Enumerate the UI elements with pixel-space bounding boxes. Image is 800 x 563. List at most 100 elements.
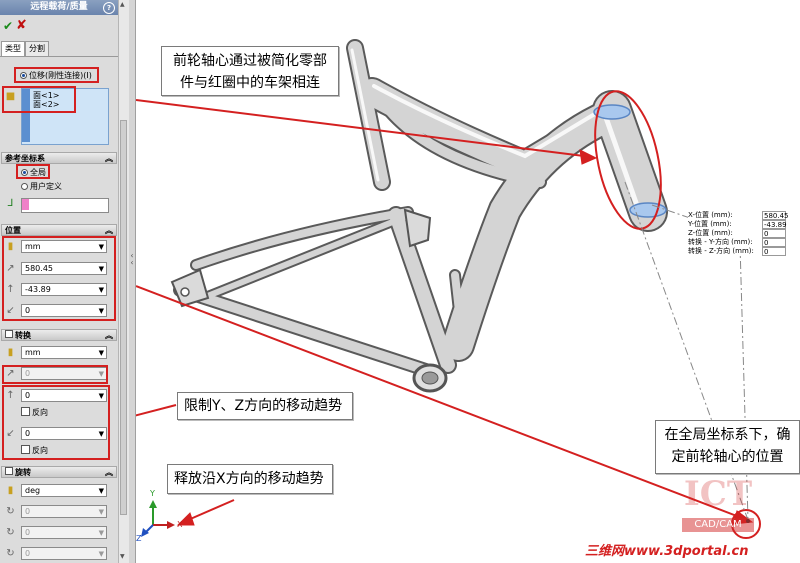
arrowhead-icon — [579, 149, 598, 165]
callout-middle-text: 限制Y、Z方向的移动趋势 — [184, 398, 343, 414]
selected-face-top[interactable] — [593, 104, 631, 120]
readout-value: -43.89 — [762, 220, 787, 229]
translation-y-input[interactable]: 0▼ — [21, 389, 107, 402]
radio-dot-icon — [21, 183, 28, 190]
section-location-title: 位置 — [5, 226, 21, 235]
pivot-bracket[interactable] — [403, 208, 432, 248]
checkbox-box-icon — [21, 445, 30, 454]
rotation-y-input[interactable]: 0▼ — [21, 526, 107, 539]
panel-splitter[interactable]: ‹‹ — [129, 0, 136, 563]
brace-tube[interactable] — [373, 90, 545, 187]
graphics-viewport[interactable] — [136, 0, 800, 563]
readout-label: X-位置 (mm): — [688, 211, 733, 219]
dropdown-arrow-icon: ▼ — [98, 265, 104, 273]
dropdown-arrow-icon: ▼ — [98, 243, 104, 251]
frame-tubes — [175, 41, 666, 377]
frame-outline — [173, 39, 668, 379]
translation-checkbox[interactable] — [5, 330, 13, 338]
section-reference-title: 参考坐标系 — [5, 154, 45, 163]
arrow-to-translation — [136, 404, 177, 417]
head-tube[interactable] — [594, 92, 666, 230]
rear-link[interactable] — [202, 212, 413, 300]
seat-stay[interactable] — [389, 208, 455, 372]
collapse-chevron-icon: ︽ — [105, 331, 113, 340]
shock-mount[interactable] — [451, 271, 464, 324]
section-location[interactable]: 位置︽ — [1, 224, 117, 236]
z-rotation-icon: ↻ — [6, 548, 15, 559]
splitter-collapse-icon[interactable]: ‹‹ — [130, 251, 134, 267]
rotation-unit-value: deg — [25, 486, 41, 495]
dropdown-arrow-icon: ▼ — [98, 392, 104, 400]
face-item-1[interactable]: 面<1> — [33, 91, 60, 100]
location-y-input[interactable]: -43.89▼ — [21, 283, 107, 296]
radio-user-defined[interactable]: 用户定义 — [21, 181, 62, 192]
triad-z-label: Z — [136, 534, 142, 543]
section-reference[interactable]: 参考坐标系︽ — [1, 152, 117, 164]
scrollbar-thumb[interactable] — [120, 120, 127, 515]
chain-stay[interactable] — [175, 285, 437, 377]
reverse-z-checkbox[interactable]: 反向 — [21, 445, 48, 456]
reverse-y-checkbox[interactable]: 反向 — [21, 407, 48, 418]
section-translation[interactable]: 转换︽ — [1, 329, 117, 341]
annotation-box-translation-x — [2, 365, 108, 384]
callout-bottom: 释放沿X方向的移动趋势 — [167, 464, 333, 494]
readout-label: 转换 - Y-方向 (mm): — [688, 238, 753, 246]
readout-label: Z-位置 (mm): — [688, 229, 733, 237]
angle-icon: ▮ — [7, 485, 14, 496]
radio-global[interactable]: 全局 — [21, 167, 46, 178]
annotation-arrows — [136, 99, 754, 526]
rotation-z-input[interactable]: 0▼ — [21, 547, 107, 560]
coordinate-system-field[interactable] — [21, 198, 109, 213]
translation-x-value: 0 — [25, 369, 31, 378]
rotation-unit-select[interactable]: deg▼ — [21, 484, 107, 497]
readout-row-ty: 转换 - Y-方向 (mm):0 — [688, 238, 786, 247]
ruler-icon: ▮ — [7, 347, 14, 358]
translation-unit-select[interactable]: mm▼ — [21, 346, 107, 359]
faces-listbox[interactable]: 面<1> 面<2> — [21, 88, 109, 145]
dropdown-arrow-icon: ▼ — [98, 430, 104, 438]
scroll-down-icon[interactable]: ▼ — [120, 553, 125, 560]
ict-logo: ICT CAD/CAM — [680, 474, 756, 534]
panel-scrollbar[interactable]: ▲ ▼ — [118, 0, 129, 563]
rotation-y-value: 0 — [25, 528, 31, 537]
rear-dropout[interactable] — [170, 268, 210, 308]
annotation-box-global — [16, 164, 50, 179]
ok-check-icon[interactable]: ✔ — [3, 19, 14, 33]
tab-split[interactable]: 分割 — [25, 41, 49, 56]
tab-type[interactable]: 类型 — [1, 41, 25, 56]
property-manager: 远程载荷/质量 ? ✔ ✘ 类型 分割 位移(刚性连接)(I) ■ 面<1> 面… — [0, 0, 119, 563]
scroll-up-icon[interactable]: ▲ — [120, 1, 125, 8]
section-rotation[interactable]: 旋转︽ — [1, 466, 117, 478]
dropdown-arrow-icon: ▼ — [98, 370, 104, 378]
location-z-input[interactable]: 0▼ — [21, 304, 107, 317]
radio-dot-icon — [21, 169, 28, 176]
logo-text: ICT — [683, 474, 753, 514]
rotation-checkbox[interactable] — [5, 467, 13, 475]
rotation-x-input[interactable]: 0▼ — [21, 505, 107, 518]
translation-x-input[interactable]: 0▼ — [21, 367, 107, 380]
checkbox-box-icon — [21, 407, 30, 416]
cancel-x-icon[interactable]: ✘ — [16, 18, 27, 33]
location-readout: X-位置 (mm):580.45 Y-位置 (mm):-43.89 Z-位置 (… — [688, 211, 789, 256]
translation-z-input[interactable]: 0▼ — [21, 427, 107, 440]
frame-highlights — [350, 48, 643, 217]
triad-y-label: Y — [150, 489, 155, 498]
location-x-input[interactable]: 580.45▼ — [21, 262, 107, 275]
location-unit-select[interactable]: mm▼ — [21, 240, 107, 253]
callout-bottom-text: 释放沿X方向的移动趋势 — [174, 471, 324, 487]
seat-tube[interactable] — [348, 41, 389, 189]
location-y-value: -43.89 — [25, 285, 51, 294]
readout-label: Y-位置 (mm): — [688, 220, 732, 228]
upper-rear-stay[interactable] — [192, 208, 412, 269]
face-item-2[interactable]: 面<2> — [33, 100, 60, 109]
bicycle-frame-model[interactable] — [170, 39, 668, 393]
radio-global-label: 全局 — [30, 168, 46, 177]
readout-label: 转换 - Z-方向 (mm): — [688, 247, 754, 255]
help-icon[interactable]: ? — [103, 2, 115, 14]
top-tube[interactable] — [359, 79, 613, 180]
listbox-selection-bar — [22, 89, 30, 142]
y-axis-icon: ↑ — [6, 284, 15, 295]
radio-rigid-connection[interactable]: 位移(刚性连接)(I) — [20, 70, 92, 81]
down-tube[interactable] — [443, 105, 615, 360]
selected-face-bottom[interactable] — [629, 202, 667, 218]
